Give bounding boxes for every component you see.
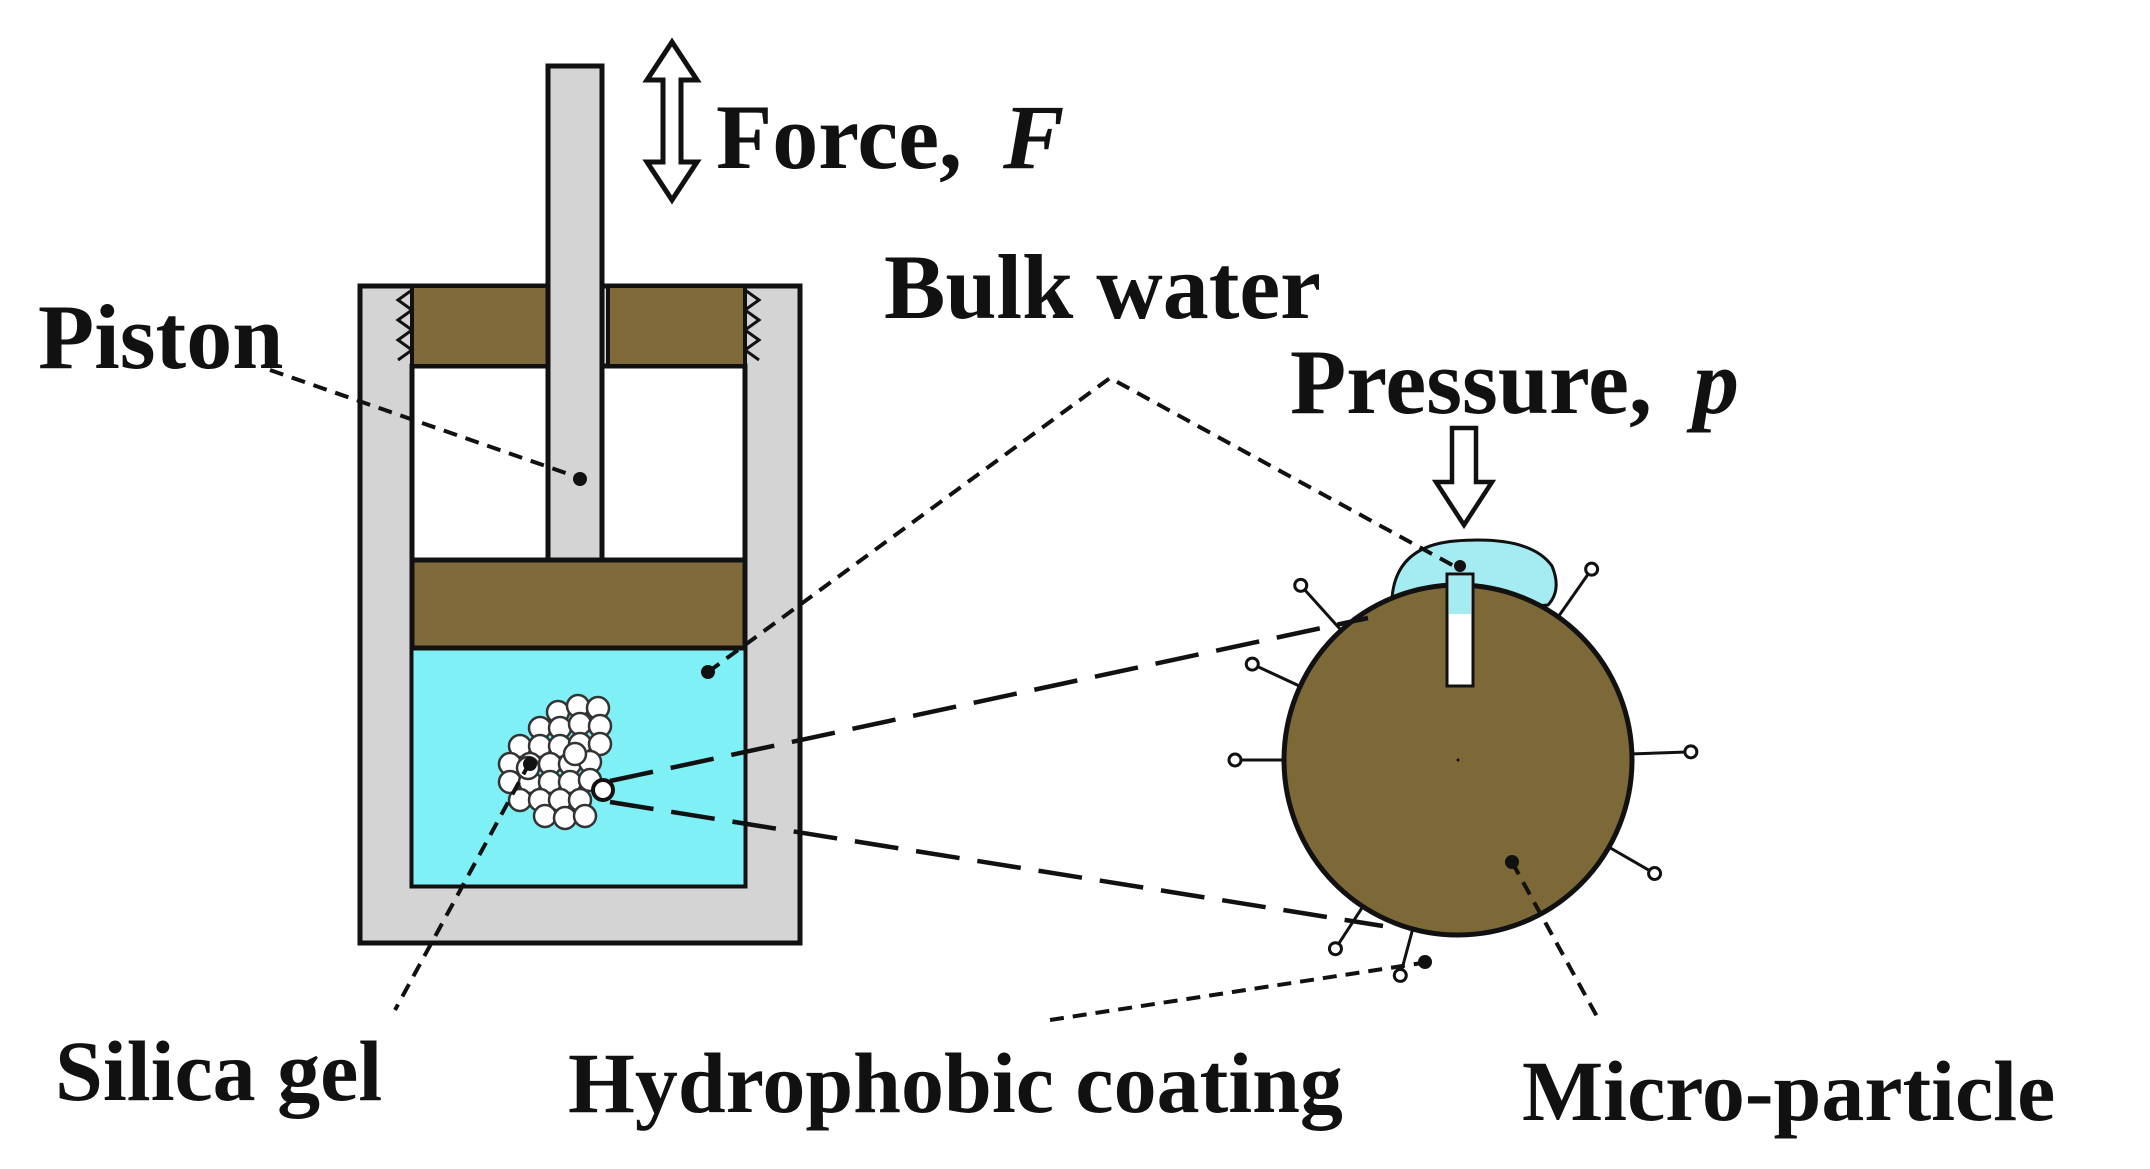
coating-hair: [1334, 905, 1364, 950]
bulk-water-leader-line: [706, 375, 1455, 674]
zoom-lines: [609, 615, 1384, 929]
zoom-line-lower: [609, 799, 1384, 929]
coating-hair-tip: [1584, 561, 1600, 577]
leader-dots: [523, 472, 1519, 969]
seal-left-icon: [395, 288, 415, 362]
cylinder-cap-right: [606, 284, 747, 368]
coating-hair: [1632, 750, 1691, 756]
coating-hair-tip: [1647, 866, 1663, 881]
silica-gel-bead: [562, 741, 588, 767]
piston-head: [409, 557, 748, 651]
pressure-arrow-icon: [1431, 425, 1497, 530]
micro-particle-group: [1227, 538, 1699, 983]
coating-hair: [1608, 846, 1656, 875]
coating-hair: [1557, 568, 1593, 618]
hydrophobic-coating: [1227, 561, 1699, 983]
piston-leader-line: [269, 368, 581, 480]
force-label-text: Force,: [716, 86, 962, 188]
silica-gel-bead: [567, 711, 593, 737]
hydrophobic-coating-label: Hydrophobic coating: [568, 1035, 1343, 1131]
silica-gel-bead: [552, 805, 578, 831]
pressure-symbol: p: [1686, 331, 1739, 433]
micro-particle-label: Micro-particle: [1522, 1043, 2055, 1139]
zoom-source-particle: [591, 778, 615, 802]
force-arrow-icon: [642, 37, 702, 205]
force-label: Force, F: [716, 86, 1064, 188]
bulk-water-label: Bulk water: [884, 236, 1321, 338]
silica-gel-bead: [532, 803, 558, 829]
silica-gel-label: Silica gel: [55, 1023, 382, 1119]
pressure-label-text: Pressure,: [1290, 331, 1652, 433]
leader-lines: [269, 368, 1602, 1023]
pressure-label: Pressure, p: [1290, 331, 1739, 433]
coating-hair-tip: [1227, 752, 1243, 768]
cylinder-cap-left: [410, 284, 550, 368]
seal-right-icon: [742, 288, 762, 362]
silica-gel-leader-line: [393, 761, 532, 1011]
coating-hair: [1299, 584, 1343, 631]
hydrophobic-coating-leader-line: [1049, 961, 1423, 1022]
micro-particle-leader-line: [1510, 861, 1602, 1023]
coating-hair-tip: [1327, 941, 1343, 957]
coating-hair-tip: [1392, 967, 1408, 983]
coating-hair-tip: [1683, 744, 1699, 760]
coating-hair-tip: [1293, 577, 1309, 593]
coating-hair-tip: [1244, 656, 1260, 672]
force-symbol: F: [1002, 86, 1064, 188]
piston-rod: [545, 63, 605, 563]
coating-hair: [1251, 662, 1301, 688]
silica-gel-bead: [572, 803, 598, 829]
zoom-line-upper: [609, 615, 1369, 784]
piston-label: Piston: [38, 286, 283, 388]
